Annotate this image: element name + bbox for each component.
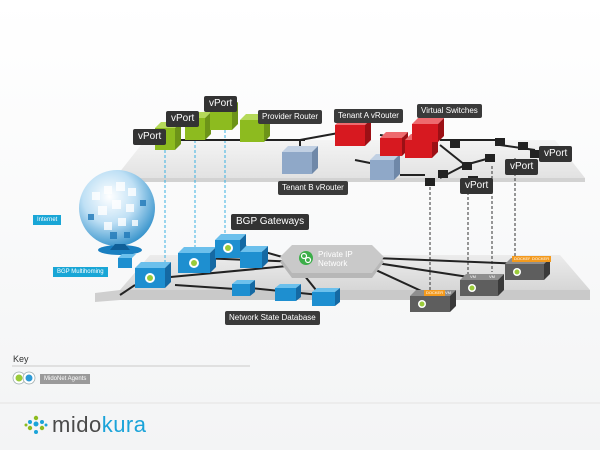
- tenant-a-vrouter-label: Tenant A vRouter: [334, 109, 403, 123]
- key-midonet-agents-label: MidoNet Agents: [40, 374, 91, 384]
- vport-label: vPort: [505, 159, 539, 175]
- midokura-logo-icon: [24, 415, 48, 434]
- tenant-b-vrouter-label: Tenant B vRouter: [278, 181, 348, 195]
- docker-tag: DOCKER: [512, 256, 534, 262]
- host-servers: [410, 258, 550, 312]
- brand-name-part2: kura: [101, 412, 147, 437]
- tenant-b-vrouter-boxes: [282, 146, 400, 180]
- bgp-multihoming-label: BGP Multihoming: [53, 267, 108, 277]
- virtual-switches-label: Virtual Switches: [417, 104, 482, 118]
- key-title: Key: [13, 354, 29, 364]
- vport-label: vPort: [166, 111, 200, 127]
- dashed-links-left: [164, 130, 226, 262]
- vport-label: vPort: [133, 129, 167, 145]
- network-state-database-label: Network State Database: [225, 311, 320, 325]
- tenant-a-vrouter-boxes: [335, 118, 444, 158]
- provider-router-label: Provider Router: [258, 110, 323, 124]
- vm-tag: VM: [489, 274, 495, 279]
- bgp-gateways-label: BGP Gateways: [231, 214, 310, 230]
- brand-name-part1: mido: [52, 412, 102, 437]
- vport-label: vPort: [460, 178, 494, 194]
- docker-tag: DOCKER: [424, 290, 446, 296]
- bgp-gateway-boxes: [118, 234, 268, 288]
- internet-globe-icon: [79, 170, 155, 255]
- private-ip-label-line2: Network: [318, 259, 348, 268]
- key-agent-icon: [12, 371, 36, 385]
- docker-tag: DOCKER: [530, 256, 552, 262]
- private-ip-label: Private IP: [318, 250, 353, 259]
- private-ip-network-shape: [280, 245, 384, 278]
- vport-label: vPort: [204, 96, 238, 112]
- network-state-database-boxes: [232, 280, 340, 306]
- vm-tag: VM: [470, 274, 476, 279]
- vport-label: vPort: [539, 146, 573, 162]
- vm-tag: VM: [445, 290, 451, 295]
- internet-label: Internet: [33, 215, 62, 225]
- midokura-logo: midokura: [52, 412, 146, 438]
